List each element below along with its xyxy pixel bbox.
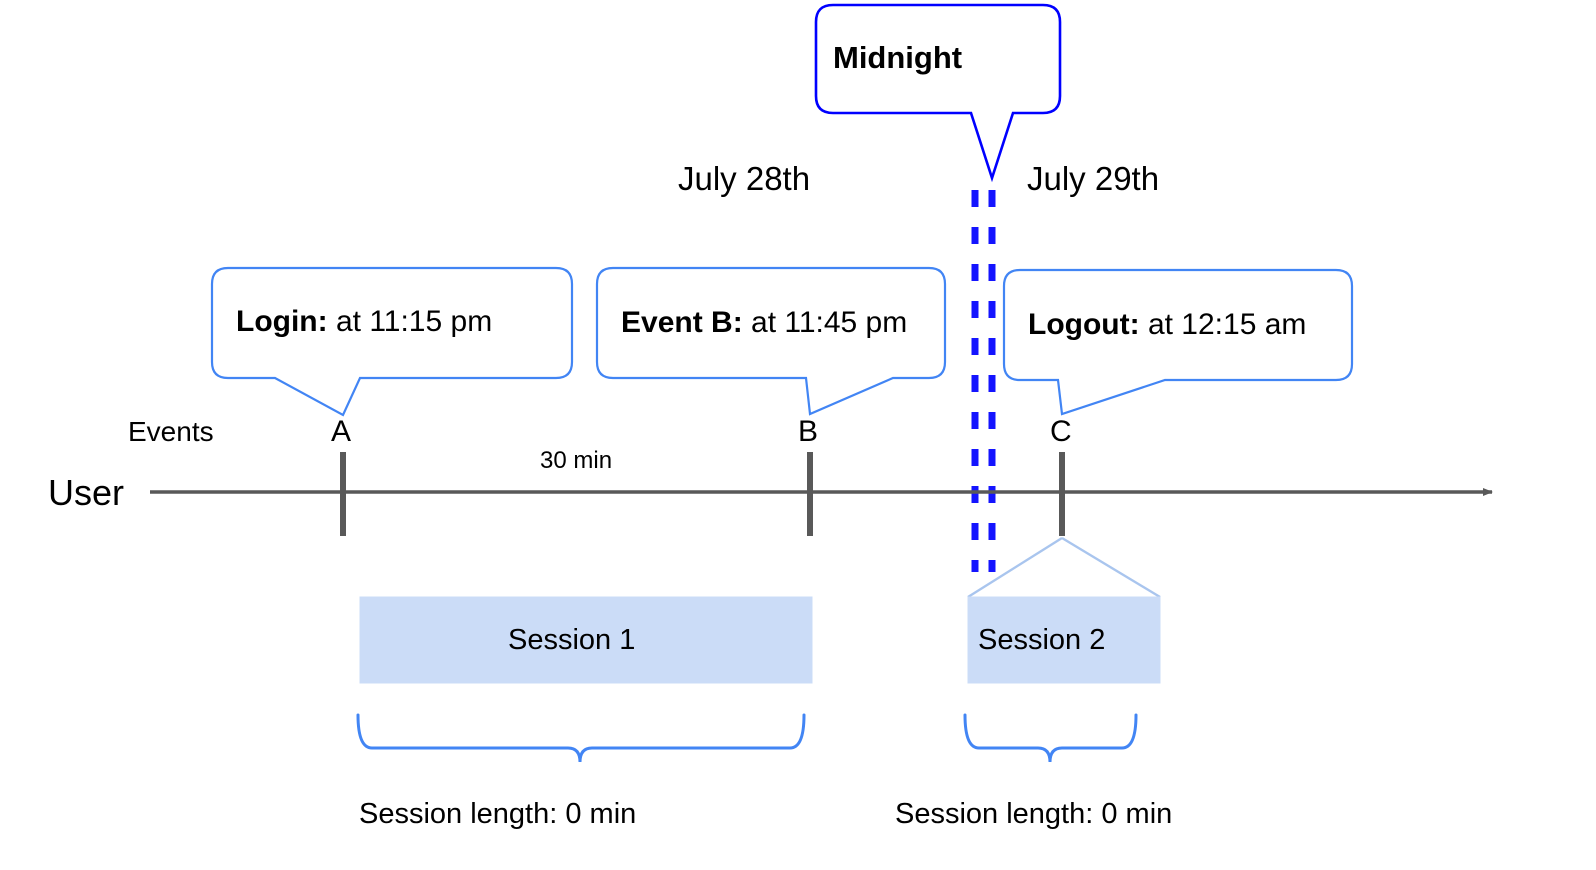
logout-callout-name: Logout:: [1028, 308, 1140, 341]
logout-callout-label: Logout: at 12:15 am: [1028, 310, 1306, 340]
date-label-july-29: July 29th: [1027, 160, 1160, 197]
row-label-user: User: [48, 472, 125, 513]
session-1-length-label: Session length: 0 min: [359, 798, 637, 830]
session-2-label: Session 2: [978, 624, 1106, 656]
row-label-events: Events: [128, 416, 214, 447]
event-marker-label-b: B: [798, 415, 819, 448]
midnight-callout-label: Midnight: [833, 40, 963, 75]
logout-callout-shape: [1002, 268, 1354, 416]
session-2-length-label: Session length: 0 min: [895, 798, 1173, 830]
gap-duration-label: 30 min: [540, 447, 613, 474]
login-callout-name: Login:: [236, 305, 328, 338]
event-b-callout-shape: [595, 266, 947, 416]
session2-connector-left: [967, 536, 1063, 599]
session-2-bar: [967, 596, 1161, 684]
session2-connector-right: [1061, 536, 1161, 599]
logout-callout-detail: at 12:15 am: [1139, 308, 1307, 341]
date-label-july-28: July 28th: [678, 160, 811, 197]
session-1-bar: [359, 596, 813, 684]
login-callout-label: Login: at 11:15 pm: [236, 307, 492, 337]
login-callout-detail: at 11:15 pm: [327, 305, 493, 338]
event-b-callout-label: Event B: at 11:45 pm: [621, 308, 907, 338]
session-1-label: Session 1: [508, 624, 636, 656]
session-1-brace: [356, 713, 806, 763]
midnight-callout-shape: [814, 3, 1062, 183]
event-marker-label-c: C: [1050, 415, 1072, 448]
event-b-callout-name: Event B:: [621, 306, 743, 339]
login-callout-shape: [210, 266, 574, 417]
event-marker-label-a: A: [331, 415, 352, 448]
session-2-brace: [963, 713, 1138, 763]
event-b-callout-detail: at 11:45 pm: [742, 306, 908, 339]
